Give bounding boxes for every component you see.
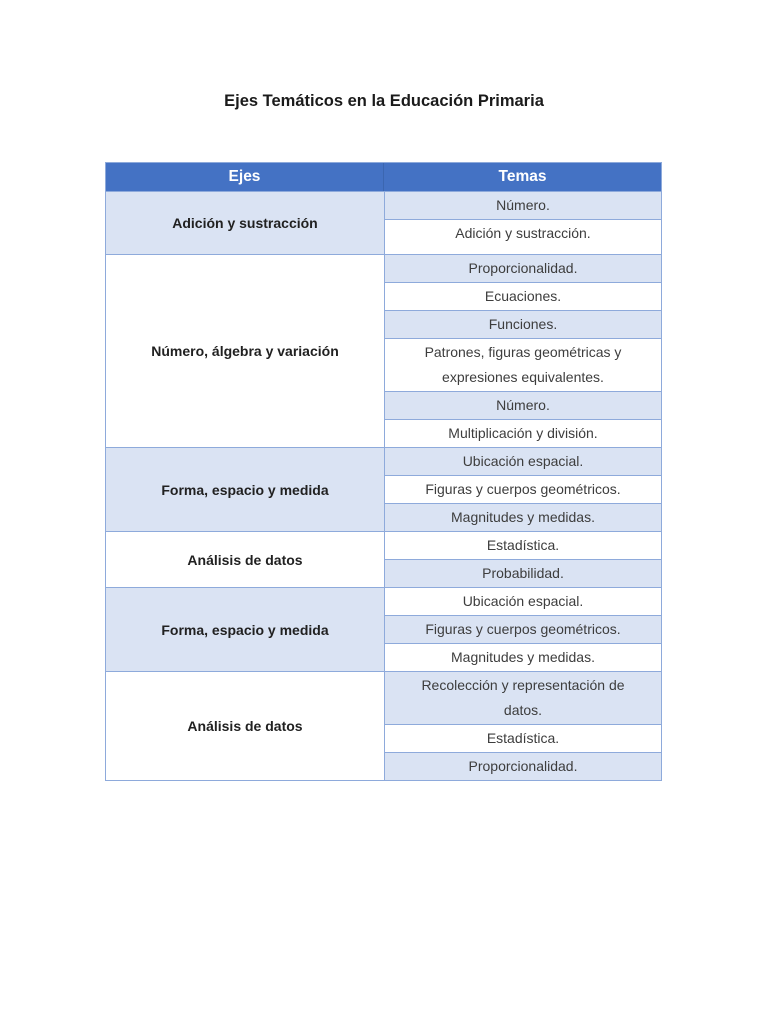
table-group: Análisis de datos Estadística. Probabilida… <box>106 531 661 587</box>
temas-column: Ubicación espacial. Figuras y cuerpos geo… <box>384 588 661 671</box>
tema-cell: Figuras y cuerpos geométricos. <box>385 475 661 503</box>
tema-cell: Ubicación espacial. <box>385 448 661 475</box>
tema-cell: Número. <box>385 391 661 419</box>
tema-cell: Magnitudes y medidas. <box>385 503 661 531</box>
tema-cell: Adición y sustracción. <box>385 219 661 254</box>
tema-cell: Figuras y cuerpos geométricos. <box>385 615 661 643</box>
tema-cell: Patrones, figuras geométricas y expresio… <box>385 338 661 391</box>
tema-cell: Número. <box>385 192 661 219</box>
temas-column: Ubicación espacial.Figuras y cuerpos geo… <box>384 448 661 531</box>
temas-column: Recolección y representación de datos.Es… <box>384 672 661 780</box>
eje-cell: Número, álgebra y variación <box>151 343 339 359</box>
tema-cell: Recolección y representación de datos. <box>385 672 661 724</box>
temas-column: Número.Adición y sustracción. <box>384 192 661 254</box>
tema-cell: Estadística. <box>486 537 560 553</box>
tema-cell: Multiplicación y división. <box>385 419 661 447</box>
column-header-ejes: Ejes <box>228 168 261 185</box>
tema-cell: Proporcionalidad. <box>385 752 661 780</box>
tema-cell: Proporcionalidad. <box>385 255 661 282</box>
eje-cell: Análisis de datos <box>187 551 303 568</box>
table-group: Análisis de datos Recolección y represent… <box>106 671 661 780</box>
column-header-temas: Temas <box>383 163 661 191</box>
page-title: Ejes Temáticos en la Educación Primaria <box>224 92 544 110</box>
eje-cell: Análisis de datos <box>187 718 303 734</box>
table-group: Número, álgebra y variación Proporcionali… <box>106 254 661 447</box>
tema-cell: Probabilidad. <box>385 559 661 587</box>
eje-cell: Forma, espacio y medida <box>106 448 384 531</box>
temas-column: Estadística. Probabilidad. <box>384 532 661 587</box>
table-header-row: Ejes Temas <box>106 163 661 191</box>
tema-cell: Estadística. <box>385 724 661 752</box>
tema-cell: Magnitudes y medidas. <box>385 643 661 671</box>
temas-column: Proporcionalidad.Ecuaciones.Funciones.Pa… <box>384 255 661 447</box>
tema-cell: Ecuaciones. <box>385 282 661 310</box>
eje-cell: Forma, espacio y medida <box>106 588 384 671</box>
eje-cell: Adición y sustracción <box>106 192 384 254</box>
tema-cell: Ubicación espacial. <box>462 593 584 609</box>
tema-cell: Funciones. <box>385 310 661 338</box>
